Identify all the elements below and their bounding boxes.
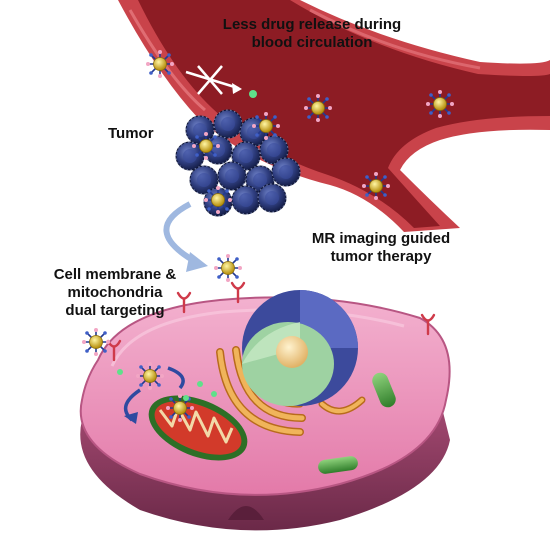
caption-tumor: Tumor xyxy=(108,125,154,142)
cross-arrow-icon xyxy=(185,65,257,98)
nanoparticle-icon xyxy=(81,327,111,357)
caption-mr-imaging: MR imaging guided tumor therapy xyxy=(296,230,466,266)
curved-arrow-icon xyxy=(163,201,208,272)
caption-line: blood circulation xyxy=(251,34,373,51)
caption-line: Less drug release during xyxy=(222,16,402,33)
nanoparticle-icon xyxy=(425,89,455,119)
blood-vessel xyxy=(118,0,550,232)
caption-dual-targeting: Cell membrane & mitochondria dual target… xyxy=(40,266,190,320)
nanoparticle-icon xyxy=(135,361,165,391)
nanoparticle-icon xyxy=(145,49,175,79)
caption-line: tumor therapy xyxy=(330,248,432,265)
organelle xyxy=(318,372,396,474)
caption-line: mitochondria xyxy=(67,284,163,301)
caption-drug-release: Less drug release during blood circulati… xyxy=(212,16,412,52)
nanoparticle-icon xyxy=(165,393,195,423)
nanoparticle-icon xyxy=(203,185,233,215)
internalization-arrow xyxy=(123,366,185,424)
caption-line: Cell membrane & xyxy=(53,266,177,283)
caption-line: dual targeting xyxy=(65,302,165,319)
drug-dot xyxy=(117,369,217,401)
nanoparticle-icon xyxy=(213,253,243,283)
nanoparticle-icon xyxy=(191,131,221,161)
nanoparticle-icon xyxy=(361,171,391,201)
nanoparticle-icon xyxy=(303,93,333,123)
mitochondrion xyxy=(148,395,248,461)
nanoparticle-icon xyxy=(251,111,281,141)
caption-line: MR imaging guided xyxy=(311,230,451,247)
nucleus xyxy=(242,290,358,406)
